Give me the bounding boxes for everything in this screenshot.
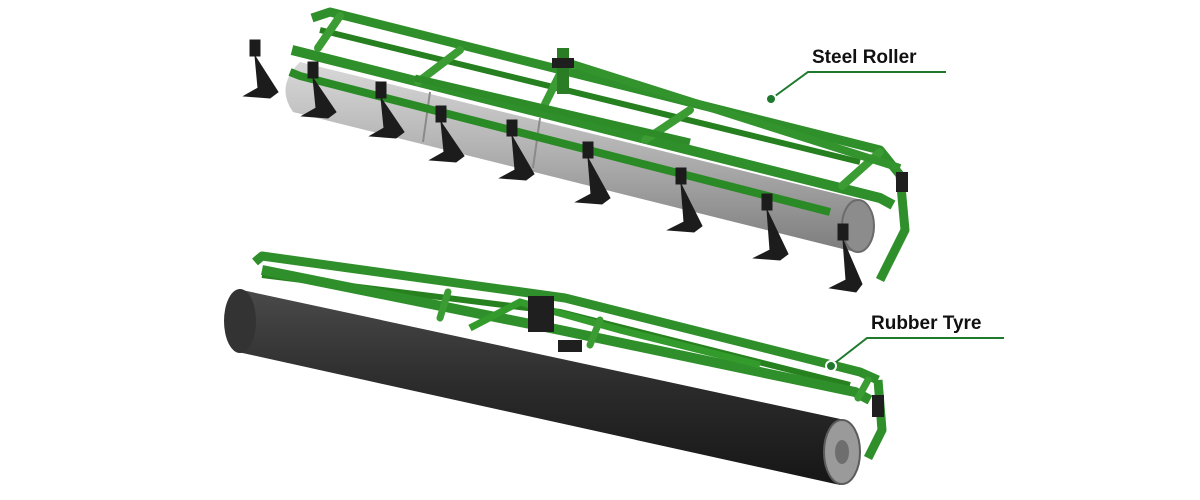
rubber-tyre-drum: [228, 290, 857, 485]
frame-rail-front-lower: [288, 68, 831, 216]
tine: [828, 223, 863, 293]
callout-leader-line: [770, 71, 946, 100]
tine: [498, 119, 535, 181]
callout-label-steel-roller: Steel Roller: [812, 47, 917, 68]
hitch-pin-block: [558, 340, 582, 352]
hitch-mast: [557, 48, 569, 94]
tine: [574, 141, 611, 205]
frame-arch: [468, 298, 761, 369]
frame-rail-back-inner: [319, 27, 861, 165]
frame-rail-front: [290, 45, 896, 210]
tine: [300, 61, 337, 119]
axle-hub: [835, 440, 849, 464]
frame-rail-back: [252, 251, 880, 385]
tine-row: [242, 39, 863, 293]
end-bracket: [872, 395, 884, 417]
callout-label-rubber-tyre: Rubber Tyre: [871, 313, 982, 334]
tine: [666, 167, 703, 233]
rubber-drum-front-end: [224, 289, 256, 353]
rubber-tyre-roller-implement: [224, 251, 887, 485]
callout-dot: [825, 360, 837, 372]
roller-seam: [422, 91, 431, 143]
tine: [428, 105, 465, 163]
end-support-right: [875, 174, 910, 283]
callout-leader-line: [830, 337, 1004, 367]
tine: [752, 193, 789, 261]
callout-steel-roller: [765, 71, 946, 105]
hitch-pin-block: [552, 58, 574, 68]
steel-roller-implement: [242, 7, 910, 293]
callout-dot: [765, 93, 777, 105]
callout-rubber-tyre: [825, 337, 1004, 372]
end-bracket: [896, 172, 908, 192]
tine: [368, 81, 405, 139]
hitch-mast: [528, 296, 554, 332]
end-support-right: [863, 379, 887, 461]
frame-cross-braces: [436, 288, 872, 402]
frame-top-beam: [558, 56, 902, 172]
tine: [242, 39, 279, 99]
roller-seam: [532, 117, 541, 169]
frame-mid-beam: [414, 74, 691, 146]
